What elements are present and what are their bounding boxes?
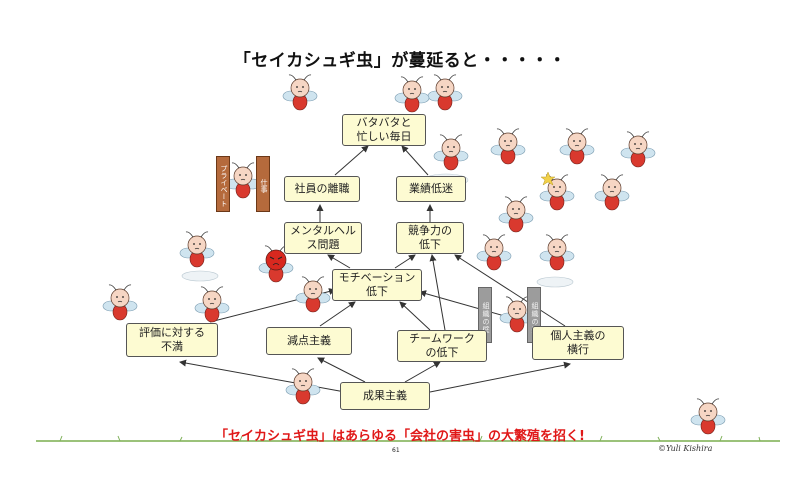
node-sluggish: 業績低迷 — [396, 176, 466, 202]
arrow-results-demerit — [317, 357, 366, 383]
bug-icon — [433, 134, 469, 171]
node-results: 成果主義 — [340, 382, 430, 410]
door-work: 仕事 — [256, 156, 270, 212]
arrow-turnover-busy — [334, 145, 369, 176]
node-motivation: モチベーション 低下 — [332, 269, 422, 301]
bug-icon — [285, 368, 321, 405]
node-individualism: 個人主義の 横行 — [532, 326, 624, 360]
page-title: 「セイカシュギ虫」が蔓延ると・・・・・ — [233, 51, 567, 71]
node-turnover: 社員の離職 — [284, 176, 360, 202]
arrow-teamwork-competitive — [429, 254, 446, 331]
bug-icon — [476, 234, 512, 271]
node-demerit: 減点主義 — [266, 327, 352, 355]
arrow-motivation-mental — [327, 254, 351, 269]
node-competitive: 競争力の 低下 — [396, 222, 464, 254]
arrow-demerit-motivation — [319, 301, 356, 327]
arrow-sluggish-busy — [401, 145, 429, 176]
bug-icon — [179, 231, 215, 268]
bug-icon — [559, 128, 595, 165]
arrow-motivation-competitive — [394, 254, 416, 269]
bug-icon — [225, 162, 261, 199]
page-number: 61 — [392, 447, 400, 454]
bug-icon — [394, 76, 430, 113]
node-mental: メンタルヘル ス問題 — [284, 222, 362, 254]
bug-icon — [539, 234, 575, 271]
footer-message: 「セイカシュギ虫」はあらゆる「会社の害虫」の大繁殖を招く! — [215, 429, 585, 444]
node-busy: バタバタと 忙しい毎日 — [342, 114, 426, 146]
bug-icon — [282, 74, 318, 111]
star-icon — [540, 171, 556, 186]
cloud-icon — [181, 270, 219, 282]
bug-icon — [102, 284, 138, 321]
arrow-results-individualism — [429, 361, 571, 393]
arrow-teamwork-motivation — [399, 301, 431, 331]
node-teamwork: チームワーク の低下 — [397, 330, 487, 362]
bug-icon — [194, 286, 230, 323]
bug-icon — [427, 74, 463, 111]
arrow-results-teamwork — [404, 361, 441, 383]
bug-icon — [594, 174, 630, 211]
author-signature: ©Yuli Kishira — [658, 444, 713, 453]
bug-icon — [498, 196, 534, 233]
cloud-icon — [536, 276, 574, 288]
node-evaluation: 評価に対する 不満 — [126, 323, 218, 357]
arrow-individualism-competitive — [454, 254, 566, 327]
bug-icon — [620, 131, 656, 168]
bug-icon — [490, 128, 526, 165]
door-private: プライベート — [216, 156, 230, 212]
bug-icon — [295, 276, 331, 313]
